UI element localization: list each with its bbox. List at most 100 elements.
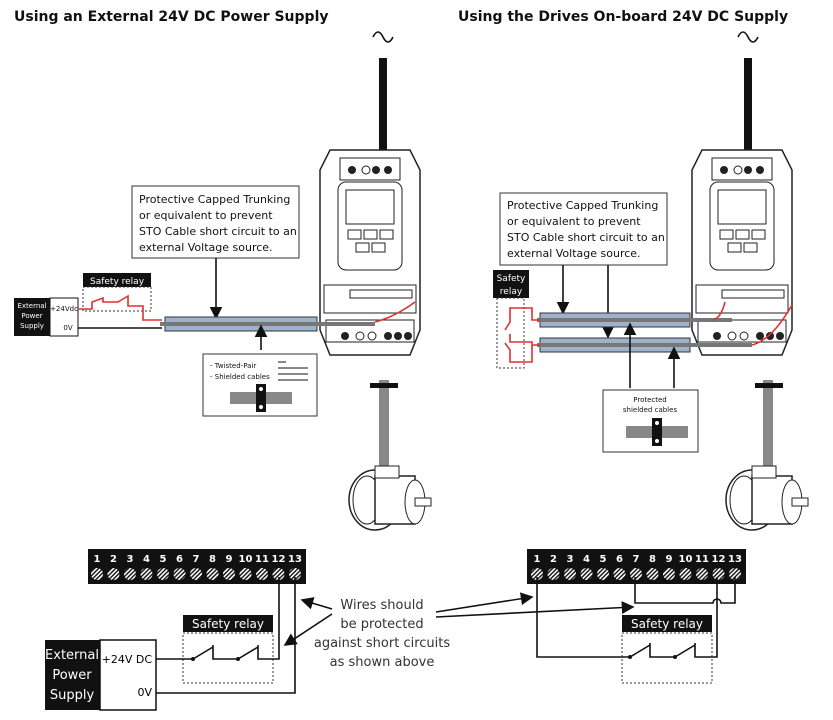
safety-relay-text: relay [500, 287, 523, 297]
terminal-number: 3 [127, 554, 134, 565]
note-line: Protected [633, 396, 667, 404]
cable-note-right [602, 389, 699, 453]
drive-right [691, 149, 793, 356]
psu-label: Supply [20, 322, 44, 330]
terminal-screw-icon [547, 568, 560, 580]
ac-symbol-icon [737, 31, 759, 43]
terminal-screw-icon [580, 568, 593, 580]
terminal-number: 2 [550, 554, 557, 565]
safety-relay-label-right [493, 270, 529, 298]
psu-label: Power [52, 668, 92, 683]
terminal-screw-icon [663, 568, 675, 580]
terminal-number: 7 [193, 554, 200, 565]
terminal-screw-icon [206, 568, 219, 580]
terminal-number: 9 [226, 554, 233, 565]
terminal-number: 6 [176, 554, 183, 565]
terminal-screw-icon [256, 568, 268, 580]
safety-relay-text: Safety [497, 274, 526, 284]
note-line: Protective Capped Trunking [139, 193, 290, 206]
right-title: Using the Drives On-board 24V DC Supply [458, 9, 788, 25]
psu-neg-label: 0V [63, 324, 72, 332]
terminal-screw-icon [140, 568, 153, 580]
terminal-screw-icon [190, 568, 202, 580]
terminal-number: 11 [695, 554, 709, 565]
terminal-screw-icon [597, 568, 609, 580]
note-line: external Voltage source. [507, 247, 641, 260]
psu-label: Supply [50, 688, 95, 703]
terminal-screw-icon [679, 568, 692, 580]
callout-line: be protected [340, 617, 423, 632]
left-title: Using an External 24V DC Power Supply [14, 9, 329, 25]
terminal-number: 12 [712, 554, 726, 565]
terminal-number: 5 [160, 554, 167, 565]
note-line: - Twisted-Pair [210, 362, 256, 370]
terminal-number: 6 [616, 554, 623, 565]
terminal-screw-icon [712, 568, 725, 580]
terminal-number: 11 [255, 554, 269, 565]
terminal-number: 12 [272, 554, 286, 565]
motor-cable-left [379, 380, 389, 470]
note-line: or equivalent to prevent [139, 209, 273, 222]
terminal-screw-icon [729, 568, 741, 580]
sto-cable-left [160, 322, 375, 326]
safety-relay-box-left [183, 615, 273, 632]
motor-right-icon [725, 465, 809, 531]
terminal-screw-icon [289, 568, 301, 580]
ac-symbol-icon [372, 31, 394, 43]
terminal-screw-icon [173, 568, 186, 580]
psu-pos-label: +24Vdc [50, 305, 78, 313]
cable-clamp-right [755, 383, 783, 388]
terminal-number: 3 [567, 554, 574, 565]
terminal-screw-icon [272, 568, 285, 580]
terminal-number: 9 [666, 554, 673, 565]
note-line: STO Cable short circuit to an [507, 231, 665, 244]
terminal-screw-icon [564, 568, 576, 580]
supply-cable [744, 58, 752, 153]
motor-cable-right [763, 380, 773, 470]
motor-left-icon [348, 465, 432, 531]
note-line: shielded cables [623, 406, 678, 414]
terminal-number: 10 [679, 554, 693, 565]
terminal-number: 2 [110, 554, 117, 565]
terminal-screw-icon [124, 568, 136, 580]
terminal-screw-icon [223, 568, 235, 580]
cable-clamp-left [370, 383, 398, 388]
terminal-screw-icon [157, 568, 169, 580]
terminal-number: 4 [143, 554, 150, 565]
terminal-screw-icon [613, 568, 626, 580]
callout-line: against short circuits [314, 636, 450, 651]
terminal-screw-icon [696, 568, 708, 580]
safety-relay-text: Safety relay [90, 277, 145, 287]
terminal-screw-icon [239, 568, 252, 580]
terminal-screw-icon [630, 568, 642, 580]
terminal-screw-icon [107, 568, 120, 580]
note-line: - Shielded cables [210, 373, 270, 381]
callout-line: Wires should [340, 598, 423, 613]
terminal-number: 7 [633, 554, 640, 565]
terminal-screw-icon [91, 568, 103, 580]
terminal-number: 8 [649, 554, 656, 565]
terminal-screw-icon [646, 568, 659, 580]
terminal-number: 1 [94, 554, 101, 565]
psu-label: Power [21, 312, 42, 320]
terminal-number: 5 [600, 554, 607, 565]
safety-relay-text: Safety relay [631, 617, 703, 631]
note-line: Protective Capped Trunking [507, 199, 658, 212]
psu-neg-label: 0V [137, 686, 152, 699]
note-line: external Voltage source. [139, 241, 273, 254]
psu-label: External [17, 302, 46, 310]
supply-cable [379, 58, 387, 153]
psu-label: External [45, 648, 99, 663]
terminal-number: 8 [209, 554, 216, 565]
psu-schematic [45, 640, 100, 710]
terminal-number: 10 [239, 554, 253, 565]
terminal-number: 4 [583, 554, 590, 565]
safety-relay-box-right [622, 615, 712, 632]
trunking-note-left [131, 185, 300, 259]
note-line: or equivalent to prevent [507, 215, 641, 228]
callout-line: as shown above [330, 655, 435, 670]
terminal-number: 1 [534, 554, 541, 565]
safety-relay-text: Safety relay [192, 617, 264, 631]
terminal-screw-icon [531, 568, 543, 580]
